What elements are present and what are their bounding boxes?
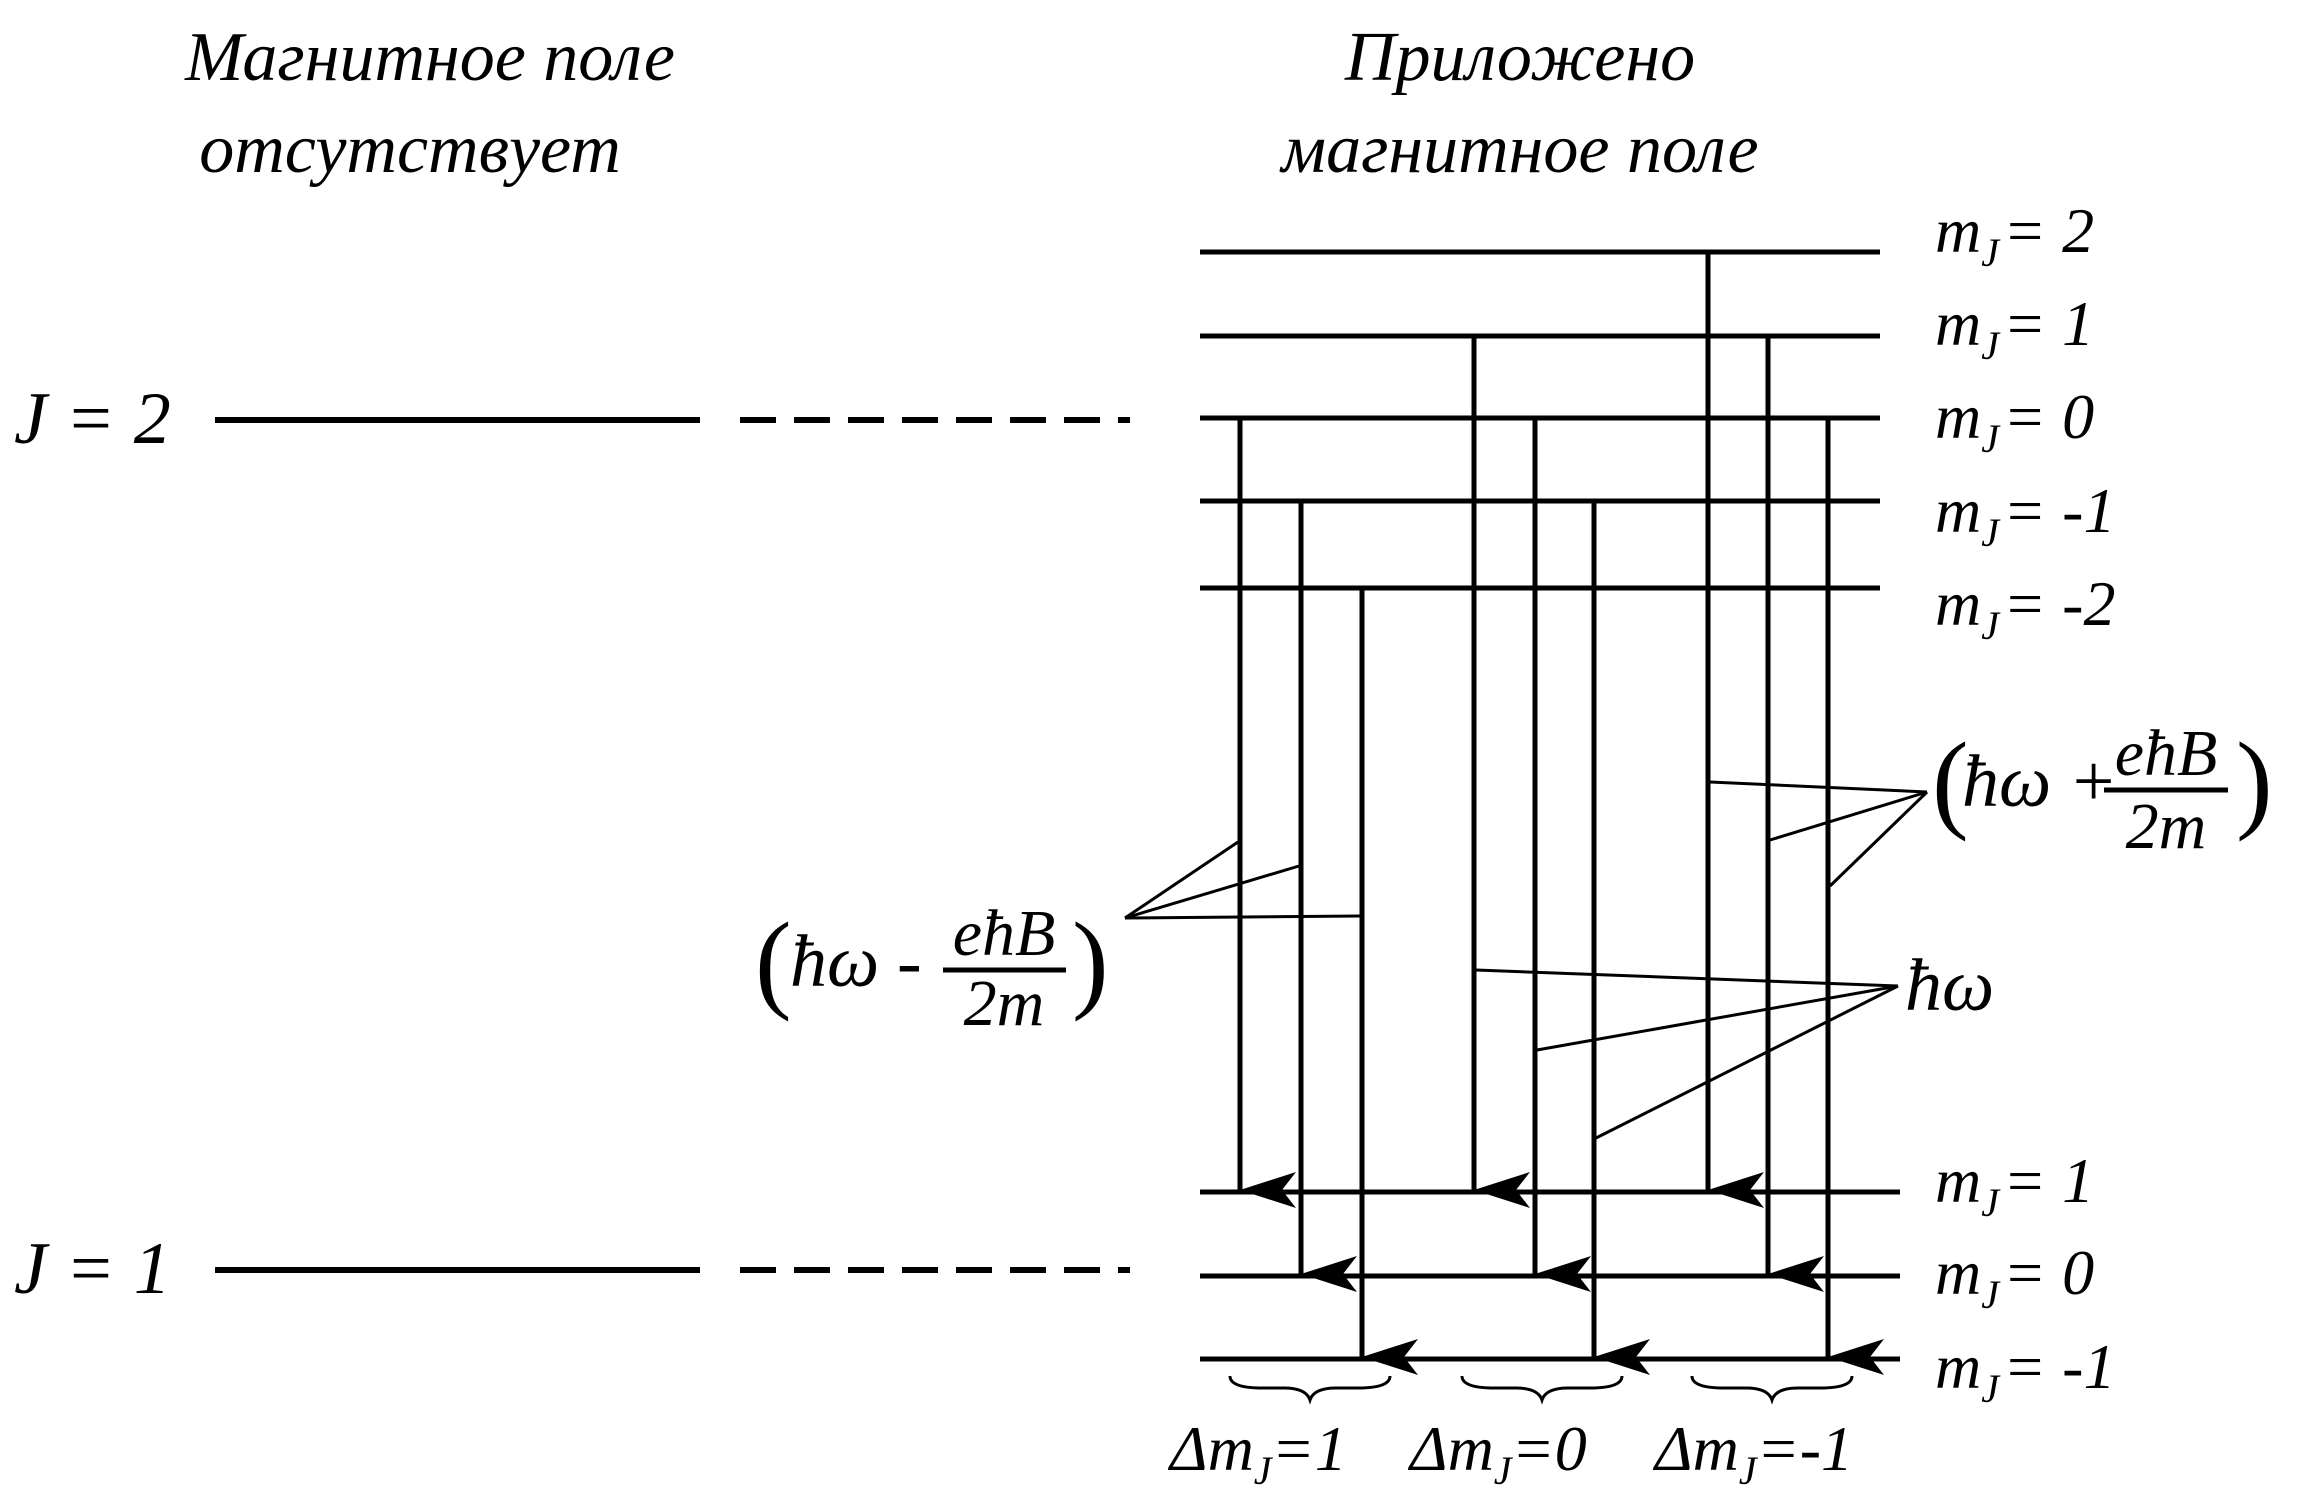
mj-label: mJ= 1 [1935,1145,2094,1225]
mj-label: mJ= 2 [1935,195,2094,275]
energy-label-minus: ( ħω - eħB 2m ) [755,897,1109,1040]
hw-symbol: ħω [1962,741,2051,823]
title-right-line1: Приложено [1344,19,1695,96]
j2-label: J = 2 [14,378,171,460]
delta-label: ΔmJ=0 [1407,1413,1587,1493]
leader-line-minus [1124,840,1239,920]
fraction-numerator: eħB [2115,717,2218,790]
paren-open: ( [755,900,792,1022]
mj-label: mJ= 1 [1935,288,2094,368]
leader-line-plus [1769,790,1928,842]
fraction-denominator: 2m [964,967,1045,1040]
leader-lines [1124,780,1929,1140]
title-left-line2: отсутствует [199,111,621,188]
leader-line-minus [1124,914,1361,920]
underbrace [1460,1375,1624,1405]
leader-line-minus [1124,864,1300,920]
hw-symbol: ħω [790,921,879,1003]
lower-sublevels [1200,1189,1900,1362]
operator-sign: - [897,921,922,1003]
upper-mj-labels: mJ= 2 mJ= 1 mJ= 0 mJ= -1 mJ= -2 [1935,195,2115,648]
delta-label: ΔmJ=-1 [1652,1413,1853,1493]
transition-arrows [1237,252,1884,1375]
energy-label-plus: ( ħω + eħB 2m ) [1932,717,2273,863]
underbrace [1228,1375,1392,1405]
mj-label: mJ= 0 [1935,1237,2094,1317]
fraction-numerator: eħB [953,897,1056,970]
title-left-line1: Магнитное поле [184,19,675,96]
mj-label: mJ= -1 [1935,1331,2115,1411]
underbrace [1690,1375,1854,1405]
paren-close: ) [2236,720,2273,842]
operator-sign: + [2068,741,2118,823]
mj-label: mJ= 0 [1935,381,2094,461]
group-braces [1228,1375,1854,1405]
mj-label: mJ= -1 [1935,475,2115,555]
paren-open: ( [1932,720,1969,842]
mj-label: mJ= -2 [1935,568,2115,648]
lower-mj-labels: mJ= 1 mJ= 0 mJ= -1 [1935,1145,2115,1411]
leader-line-plus [1709,780,1928,794]
leader-line-center [1475,968,1899,988]
leader-line-plus [1828,790,1929,888]
leader-line-center [1536,984,1899,1052]
leader-line-center [1595,984,1899,1140]
fraction-denominator: 2m [2126,790,2207,863]
delta-label: ΔmJ=1 [1167,1413,1347,1493]
energy-label-center: ħω [1905,945,1994,1027]
paren-close: ) [1072,900,1109,1022]
j1-label: J = 1 [14,1228,171,1310]
title-right-line2: магнитное поле [1278,111,1758,188]
